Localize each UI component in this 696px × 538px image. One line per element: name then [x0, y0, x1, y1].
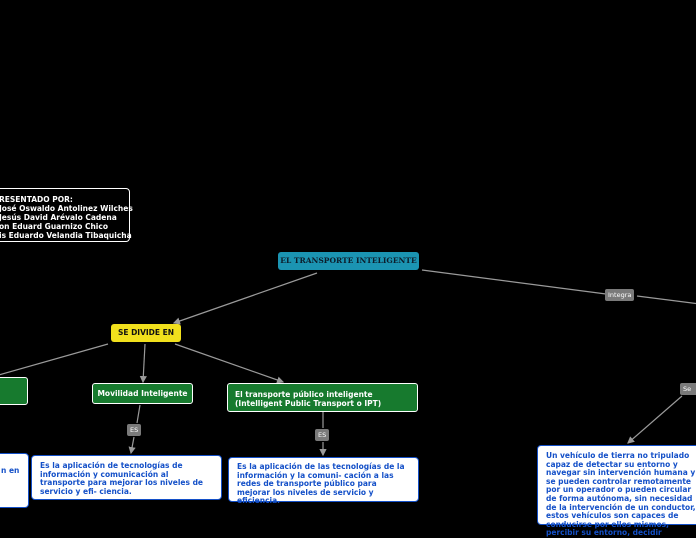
branch-node-left[interactable]: [0, 377, 28, 405]
connector-divide-left: [0, 343, 109, 376]
connector-root-integra: [421, 269, 607, 295]
presenter-name: is Eduardo Velandia Tibaquicha: [0, 231, 132, 240]
connector-se-vehiculo: [627, 395, 683, 444]
presenter-name: on Eduard Guarnizo Chico: [0, 222, 108, 231]
presenters-heading: RESENTADO POR:: [0, 195, 73, 204]
presenter-name: José Oswaldo Antolinez Wilches: [0, 204, 133, 213]
connector-divide-ipt: [174, 343, 285, 384]
connector-layer: [0, 269, 696, 457]
root-node[interactable]: EL TRANSPORTE INTELIGENTE: [278, 252, 419, 270]
link-label-es-movilidad[interactable]: ES: [127, 424, 142, 436]
connector-divide-movilidad: [139, 343, 147, 384]
branch-node-movilidad[interactable]: Movilidad Inteligente: [92, 383, 193, 404]
description-vehiculo[interactable]: Un vehículo de tierra no tripulado capaz…: [537, 445, 696, 537]
branch-node-ipt[interactable]: El transporte público inteligente (Intel…: [227, 383, 418, 412]
connector-movilidad-es: [136, 404, 141, 424]
link-label-es-ipt[interactable]: ES: [315, 429, 330, 441]
connector-root-divide: [172, 272, 318, 325]
presenters-box[interactable]: RESENTADO POR: José Oswaldo Antolinez Wi…: [0, 188, 133, 242]
presenter-name: Jesús David Arévalo Cadena: [0, 213, 117, 222]
link-label-se[interactable]: Se: [680, 383, 696, 395]
connector-es-movilidad-desc: [128, 436, 136, 455]
link-label-integra[interactable]: Integra: [605, 289, 635, 301]
divide-node[interactable]: SE DIVIDE EN: [111, 324, 181, 342]
description-left-fragment[interactable]: n en: [0, 453, 29, 508]
description-ipt[interactable]: Es la aplicación de las tecnologías de l…: [228, 457, 419, 505]
description-movilidad[interactable]: Es la aplicación de tecnologías de infor…: [31, 455, 222, 500]
connector-integra-right: [636, 295, 696, 305]
